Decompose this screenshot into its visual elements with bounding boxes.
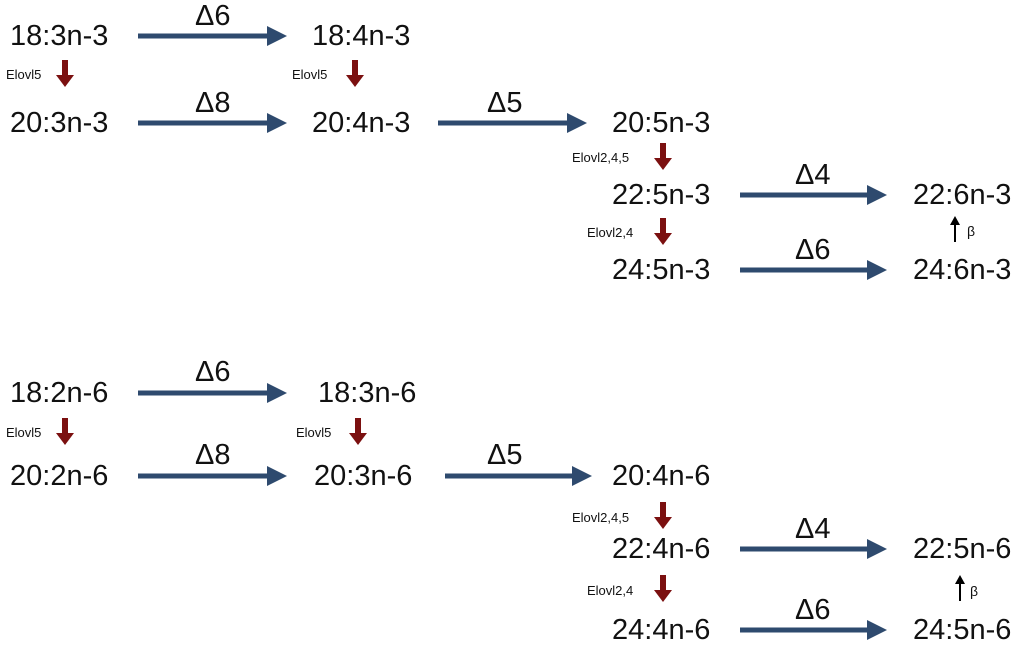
omega6-delta6-bottom-label: Δ6 xyxy=(795,594,831,626)
omega6-node-18-2: 18:2n-6 xyxy=(10,377,109,409)
omega3-node-20-3: 20:3n-3 xyxy=(10,107,109,139)
omega6-elovl5-arrow-1 xyxy=(56,418,74,445)
omega3-node-24-6: 24:6n-3 xyxy=(913,254,1012,286)
omega3-elovl245-label: Elovl2,4,5 xyxy=(572,150,630,165)
omega6-elovl5-label-2: Elovl5 xyxy=(296,425,332,440)
omega6-beta-label: β xyxy=(970,583,979,599)
omega3-elovl5-arrow-1 xyxy=(56,60,74,87)
omega6-delta4-label: Δ4 xyxy=(795,513,831,545)
omega6-delta5-label: Δ5 xyxy=(487,439,523,471)
elongase-arrows xyxy=(56,60,672,602)
omega3-node-20-5: 20:5n-3 xyxy=(612,107,711,139)
omega3-beta-label: β xyxy=(967,223,976,239)
omega6-node-24-4: 24:4n-6 xyxy=(612,614,711,646)
omega3-node-22-5: 22:5n-3 xyxy=(612,179,711,211)
omega6-elovl24-label: Elovl2,4 xyxy=(587,583,634,598)
omega3-node-22-6: 22:6n-3 xyxy=(913,179,1012,211)
omega3-delta4-label: Δ4 xyxy=(795,159,831,191)
omega6-elovl24-arrow xyxy=(654,575,672,602)
omega3-node-20-4: 20:4n-3 xyxy=(312,107,411,139)
omega3-delta6-top-label: Δ6 xyxy=(195,0,231,32)
omega3-delta6-bottom-label: Δ6 xyxy=(795,234,831,266)
omega3-delta5-label: Δ5 xyxy=(487,87,523,119)
omega6-node-20-3: 20:3n-6 xyxy=(314,460,413,492)
omega6-elovl245-label: Elovl2,4,5 xyxy=(572,510,630,525)
omega3-node-18-3: 18:3n-3 xyxy=(10,20,109,52)
omega6-node-20-4: 20:4n-6 xyxy=(612,460,711,492)
omega6-node-24-5: 24:5n-6 xyxy=(913,614,1012,646)
omega3-desaturase-arrows xyxy=(138,26,888,280)
omega3-elovl5-arrow-2 xyxy=(346,60,364,87)
omega3-beta-arrow xyxy=(950,216,960,242)
omega3-node-18-4: 18:4n-3 xyxy=(312,20,411,52)
omega6-delta6-top-label: Δ6 xyxy=(195,356,231,388)
omega3-delta8-label: Δ8 xyxy=(195,87,231,119)
omega6-elovl5-arrow-2 xyxy=(349,418,367,445)
omega3-elovl5-label-1: Elovl5 xyxy=(6,67,42,82)
omega6-node-22-5: 22:5n-6 xyxy=(913,533,1012,565)
omega6-desaturase-arrows xyxy=(138,383,888,640)
omega3-elovl24-arrow xyxy=(654,218,672,245)
omega3-elovl245-arrow xyxy=(654,143,672,170)
beta-oxidation-arrows xyxy=(950,216,965,601)
omega6-elovl5-label-1: Elovl5 xyxy=(6,425,42,440)
omega6-node-20-2: 20:2n-6 xyxy=(10,460,109,492)
omega6-node-22-4: 22:4n-6 xyxy=(612,533,711,565)
omega6-delta8-label: Δ8 xyxy=(195,439,231,471)
omega3-elovl24-label: Elovl2,4 xyxy=(587,225,634,240)
omega6-node-18-3: 18:3n-6 xyxy=(318,377,417,409)
omega3-elovl5-label-2: Elovl5 xyxy=(292,67,328,82)
omega3-node-24-5: 24:5n-3 xyxy=(612,254,711,286)
omega6-elovl245-arrow xyxy=(654,502,672,529)
omega6-beta-arrow xyxy=(955,575,965,601)
